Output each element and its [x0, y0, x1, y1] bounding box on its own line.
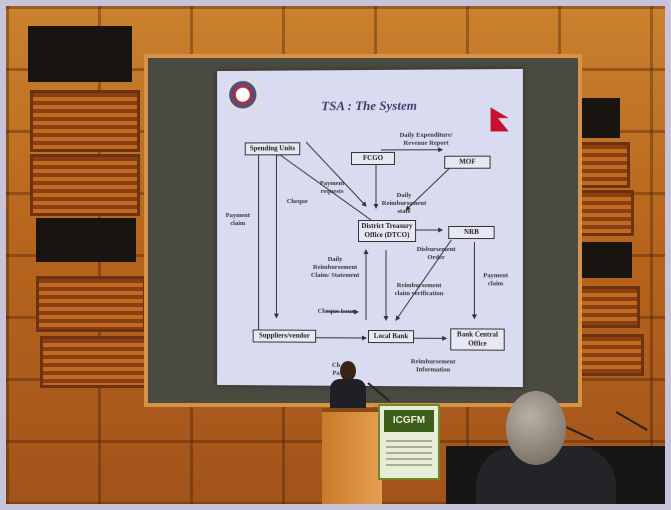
sign-text-lines — [386, 440, 432, 466]
conference-photo: TSA : The System — [6, 6, 665, 504]
node-spending-units: Spending Units — [244, 142, 301, 156]
vent-left-1 — [30, 90, 140, 152]
label-cheque: Cheque — [286, 198, 308, 206]
vent-left-3 — [36, 276, 146, 332]
dark-window-left — [28, 26, 132, 82]
podium-sign: ICGFM — [378, 404, 440, 480]
node-nrb: NRB — [448, 225, 495, 240]
node-fcgo: FCGO — [351, 151, 396, 166]
label-reimbursement-information: Reimbursement Information — [410, 358, 456, 374]
label-cheque-issue: Cheque Issue — [317, 307, 355, 315]
node-local-bank: Local Bank — [368, 329, 415, 344]
icgfm-logo: ICGFM — [384, 410, 434, 432]
label-payment-claim-right: Payment claim — [483, 272, 509, 288]
speaker-head — [340, 361, 356, 381]
node-bank-central: Bank Central Office — [450, 328, 505, 351]
label-daily-reimbursement-state: Daily Reimbursement state — [381, 191, 427, 215]
label-payment-requests: Payment requests — [319, 180, 345, 196]
dark-window-right-mid — [572, 242, 632, 278]
flow-arrows — [217, 69, 523, 387]
vent-left-2 — [30, 154, 140, 216]
label-daily-expenditure: Daily Expenditure/ Revenue Report — [399, 131, 453, 147]
label-daily-reimbursement-claim: Daily Reimbursement Claim/ Statement — [310, 255, 360, 279]
label-disbursement-order: Disbursement Order — [416, 246, 456, 262]
label-reimbursement-claim-verification: Reimbursement claim verification — [394, 282, 444, 298]
dark-window-left-mid — [36, 218, 136, 262]
audience-member-head — [506, 391, 566, 465]
node-mof: MOF — [444, 155, 491, 169]
vent-left-4 — [40, 336, 150, 388]
node-suppliers: Suppliers/vendor — [252, 329, 317, 343]
vent-right-3 — [572, 286, 640, 328]
podium — [322, 408, 382, 504]
node-dtco: District Treasury Office (DTCO) — [358, 219, 417, 243]
label-payment-claim: Payment claim — [225, 212, 250, 228]
vent-right-4 — [576, 334, 644, 376]
projection-screen: TSA : The System — [217, 69, 523, 387]
